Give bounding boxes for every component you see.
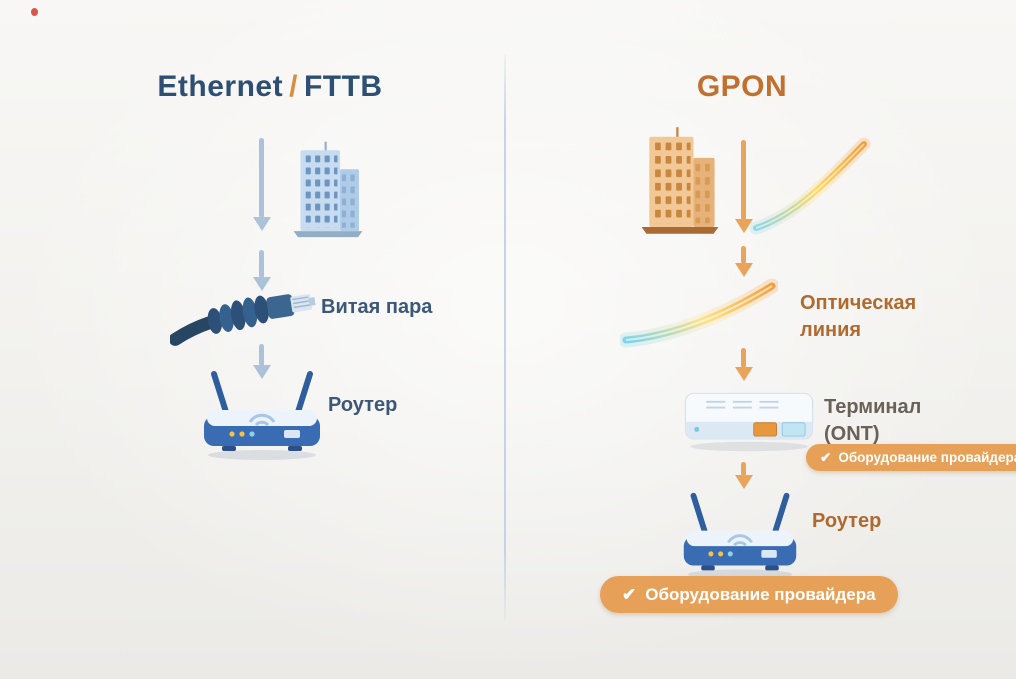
building-icon — [285, 136, 371, 242]
title-separator: / — [289, 70, 298, 103]
router-icon — [672, 488, 808, 583]
down-arrow-icon — [259, 250, 264, 278]
right-column-title: GPON — [696, 70, 788, 103]
title-fttb: FTTB — [303, 70, 383, 103]
terminal-label: Терминал (ONT) — [824, 396, 922, 445]
check-icon: ✔ — [622, 584, 637, 604]
down-arrow-icon — [741, 140, 746, 220]
provider-equipment-badge-text: Оборудование провайдера — [838, 450, 1016, 465]
ethernet-cable-icon — [170, 278, 322, 348]
title-ethernet: Ethernet — [157, 70, 284, 103]
fiber-line-label: Оптическая линия — [800, 292, 917, 341]
router-label: Роутер — [328, 394, 398, 416]
provider-equipment-badge: ✔ Оборудование провайдера — [600, 576, 898, 613]
provider-equipment-badge: ✔ Оборудование провайдера — [806, 444, 1016, 471]
down-arrow-icon — [259, 344, 264, 366]
router-icon — [192, 366, 332, 464]
ont-terminal-icon — [676, 380, 822, 456]
fiber-cable-icon — [748, 136, 874, 236]
stray-red-dot — [31, 8, 38, 16]
check-icon: ✔ — [820, 449, 832, 465]
down-arrow-icon — [741, 462, 746, 476]
down-arrow-icon — [259, 138, 264, 218]
fiber-cable-icon — [620, 276, 778, 352]
cable-label: Витая пара — [321, 296, 433, 318]
down-arrow-icon — [741, 348, 746, 368]
column-divider — [504, 55, 506, 620]
down-arrow-icon — [741, 246, 746, 264]
provider-equipment-badge-text: Оборудование провайдера — [645, 584, 876, 604]
building-icon — [632, 120, 728, 240]
left-column-title: Ethernet/FTTB — [110, 70, 430, 104]
router-label: Роутер — [812, 510, 882, 532]
